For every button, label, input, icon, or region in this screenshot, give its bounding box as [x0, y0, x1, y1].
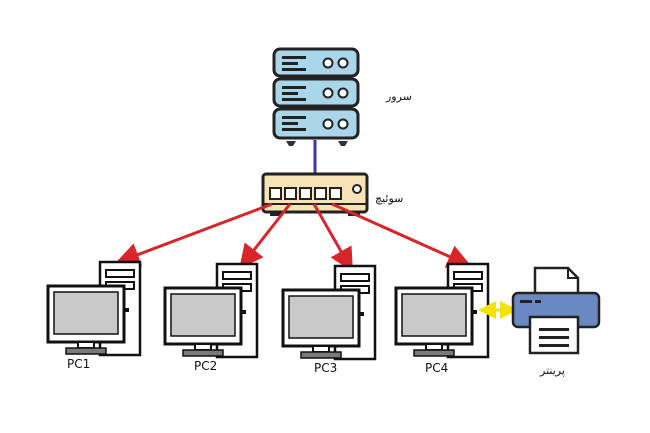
server-rack-icon	[272, 47, 360, 146]
server-label: سرور	[386, 90, 412, 103]
pc1-label: PC1	[67, 357, 91, 371]
arrow-to-pc1	[115, 202, 273, 266]
pc2-computer-icon	[163, 262, 259, 359]
pc3-label: PC3	[314, 361, 338, 375]
pc1-computer-icon	[46, 260, 142, 357]
arrow-to-pc3	[312, 203, 353, 273]
pc3-computer-icon	[281, 264, 377, 361]
pc2-label: PC2	[194, 359, 218, 373]
arrow-to-pc2	[239, 203, 292, 269]
arrow-to-pc4	[331, 202, 472, 268]
printer-label: پرینتر	[540, 364, 565, 377]
switch-label: سوئیچ	[375, 192, 404, 205]
network-switch-icon	[261, 172, 369, 216]
switch-links	[115, 202, 472, 273]
printer-icon	[511, 266, 601, 355]
pc4-computer-icon	[394, 262, 490, 359]
pc4-label: PC4	[425, 361, 449, 375]
